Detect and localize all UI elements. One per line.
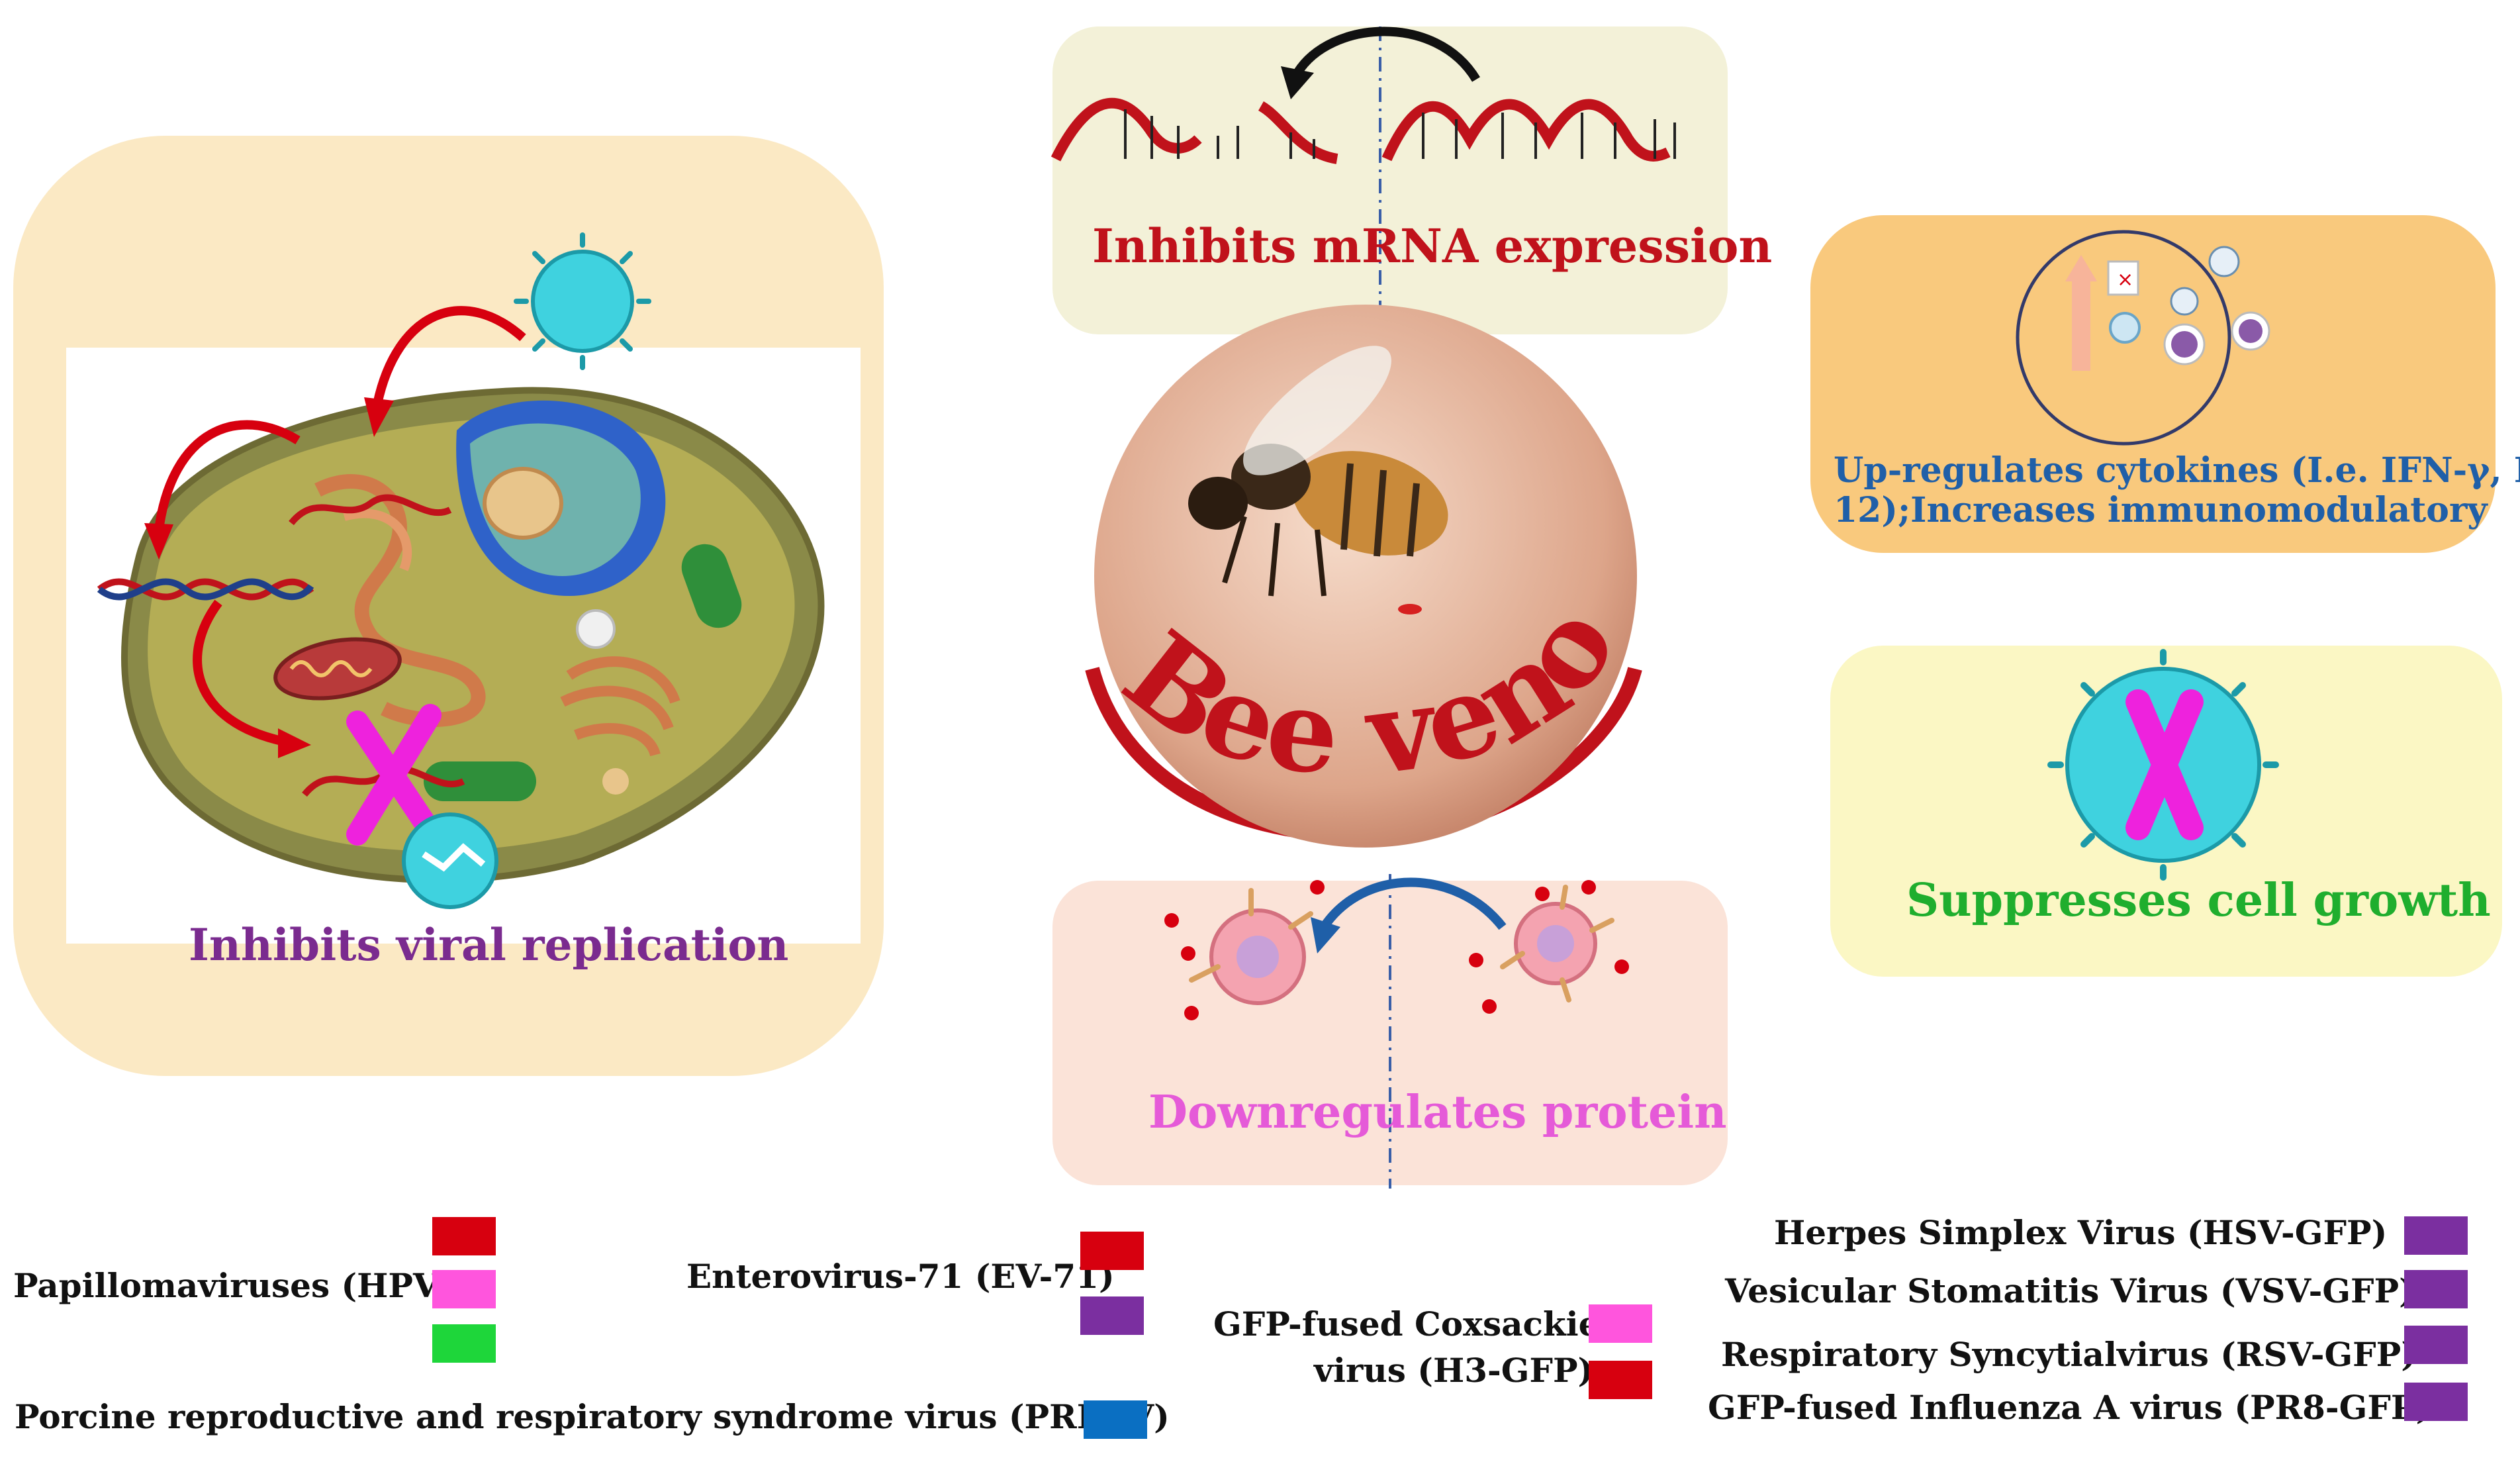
- upregulation-arrow-shaft: [2072, 278, 2090, 371]
- legend-prrsv-swatch: [1084, 1400, 1147, 1439]
- legend-prrsv: Porcine reproductive and respiratory syn…: [15, 1397, 1170, 1436]
- mrna-arrow: [1293, 26, 1480, 82]
- mrna-label: Inhibits mRNA expression: [1092, 219, 1773, 273]
- legend-h3gfp-swatch-1: [1589, 1304, 1652, 1343]
- legend-rsv: Respiratory Syncytialvirus (RSV-GFP): [1721, 1335, 2417, 1374]
- legend-pr8-swatch: [2404, 1383, 2468, 1421]
- cell-growth-label: Suppresses cell growth: [1906, 874, 2491, 927]
- replication-arrow: [193, 599, 286, 746]
- svg-text:×: ×: [2117, 268, 2133, 291]
- skin-circle: [1094, 305, 1637, 848]
- legend-hpv-swatch-1: [432, 1217, 496, 1255]
- bee-icon: [1188, 346, 1448, 614]
- protein-arrow: [1320, 877, 1507, 930]
- mrna-strand-cell: [289, 494, 452, 526]
- mitochondrion: [273, 637, 402, 701]
- legend-hpv: Papillomaviruses (HPV): [13, 1266, 455, 1305]
- legend-rsv-swatch: [2404, 1326, 2468, 1364]
- legend-hpv-swatch-3: [432, 1324, 496, 1363]
- organelle-green-1: [681, 544, 742, 628]
- legend-h3gfp-swatch-2: [1589, 1361, 1652, 1399]
- entry-arrow-2: [154, 420, 301, 530]
- legend-ev71: Enterovirus-71 (EV-71): [686, 1257, 1115, 1296]
- golgi-apparatus: [560, 656, 680, 757]
- legend-vsv-swatch: [2404, 1270, 2468, 1308]
- cytokines-panel: [1810, 215, 2496, 553]
- virus-icon: [531, 250, 634, 353]
- legend-ev71-swatch-1: [1080, 1232, 1144, 1270]
- cytokine-circle: [2016, 230, 2231, 446]
- mrna-strand-right: [1381, 99, 1671, 162]
- legend-hpv-swatch-2: [432, 1270, 496, 1308]
- legend-ev71-swatch-2: [1080, 1296, 1144, 1335]
- inhibition-x-left: [346, 704, 442, 846]
- cytokines-label-line2: 12);Increases immunomodulatory: [1834, 490, 2488, 530]
- entry-arrow-1: [373, 306, 526, 405]
- inhibition-x-right: [2125, 689, 2204, 840]
- cytokine-tile: [2107, 260, 2139, 296]
- legend-h3gfp-line1: GFP-fused Coxsackie: [1213, 1304, 1600, 1344]
- mrna-strand-left: [1050, 97, 1202, 162]
- vesicle: [576, 609, 616, 649]
- organelle-green-2: [424, 761, 536, 801]
- legend-hsv: Herpes Simplex Virus (HSV-GFP): [1774, 1213, 2388, 1252]
- nucleolus: [483, 467, 563, 540]
- dna-helix: [97, 578, 314, 601]
- mrna-panel: [1052, 26, 1728, 334]
- cytokines-label-line1: Up-regulates cytokines (I.e. IFN-γ, IL-: [1834, 450, 2520, 491]
- legend-h3gfp-line2: virus (H3-GFP): [1314, 1351, 1594, 1390]
- endoplasmic-reticulum: [314, 474, 486, 727]
- legend-pr8: GFP-fused Influenza A virus (PR8-GFP): [1708, 1388, 2432, 1427]
- protein-label: Downregulates protein: [1148, 1086, 1727, 1139]
- legend-hsv-swatch: [2404, 1216, 2468, 1255]
- legend-vsv: Vesicular Stomatitis Virus (VSV-GFP): [1725, 1271, 2415, 1310]
- mrna-strand-middle: [1258, 101, 1338, 164]
- viral-replication-label: Inhibits viral replication: [189, 919, 789, 971]
